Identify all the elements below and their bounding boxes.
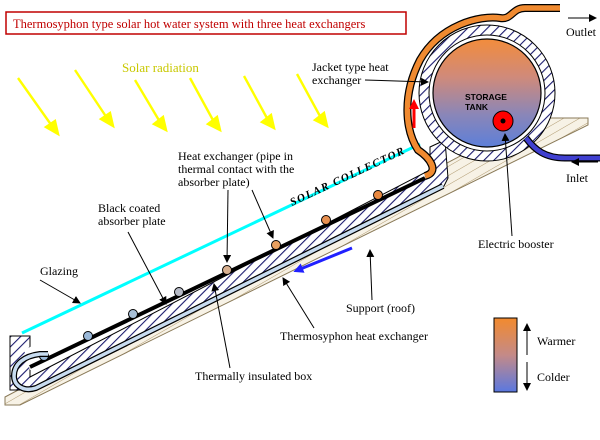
sun-ray-5 xyxy=(242,75,276,131)
pipe-circle-7 xyxy=(321,215,331,225)
cold-pipe-fill xyxy=(524,136,600,161)
pipe-circle-5 xyxy=(222,265,232,275)
glazing xyxy=(21,142,421,335)
pipe-circle-4 xyxy=(174,287,184,297)
inlet-label: Inlet xyxy=(566,171,589,185)
glazing-leader xyxy=(39,279,81,304)
electric-booster-leader xyxy=(501,133,513,237)
sun-ray-3 xyxy=(133,79,168,133)
warmer-label: Warmer xyxy=(537,334,575,348)
pipe-circle-3 xyxy=(128,309,138,319)
title-box xyxy=(5,11,407,35)
heat-exchanger-label-3: absorber plate) xyxy=(178,175,250,189)
heat-exchanger-leader-2 xyxy=(251,189,274,239)
solar-radiation-label: Solar radiation xyxy=(122,60,199,75)
sun-ray-6 xyxy=(295,73,329,129)
heat-exchanger-label: Heat exchanger (pipe in xyxy=(178,149,293,163)
sun-ray-1 xyxy=(17,77,60,137)
pipe-circle-8 xyxy=(373,190,383,200)
collector-cavity xyxy=(24,150,420,370)
jacket-hx-leader xyxy=(364,77,429,86)
outlet-label: Outlet xyxy=(566,25,597,39)
electric-booster-core xyxy=(500,118,506,124)
storage-tank xyxy=(432,38,542,148)
heat-exchanger-label-2: thermal contact with the xyxy=(178,162,294,176)
temperature-scale xyxy=(493,317,518,393)
absorber-plate-leader xyxy=(127,231,167,305)
hot-pipe-fill xyxy=(404,5,560,179)
thermosyphon-leader xyxy=(282,277,315,329)
sun-rays xyxy=(17,69,329,137)
sun-ray-2 xyxy=(74,69,115,129)
jacket-hx-label: Jacket type heat xyxy=(312,60,389,74)
storage-tank-label: STORAGE xyxy=(465,92,507,102)
pipe-circle-2 xyxy=(83,331,93,341)
support-label: Support (roof) xyxy=(346,301,415,315)
sun-ray-4 xyxy=(188,77,222,133)
electric-booster-label: Electric booster xyxy=(478,237,554,251)
thermosyphon-flow-arrow xyxy=(293,246,353,273)
thermosyphon-loop-fill xyxy=(12,184,444,391)
thermosyphon-label: Thermosyphon heat exchanger xyxy=(280,329,428,343)
colder-label: Colder xyxy=(537,370,570,384)
absorber-plate-label-2: absorber plate xyxy=(98,214,166,228)
glazing-label: Glazing xyxy=(40,264,78,278)
title-text: Thermosyphon type solar hot water system… xyxy=(13,17,365,31)
storage-tank-label-2: TANK xyxy=(465,102,489,112)
pipe-circle-6 xyxy=(271,240,281,250)
insulated-box-label: Thermally insulated box xyxy=(195,369,312,383)
insulated-box-leader xyxy=(211,283,231,369)
absorber-plate-label: Black coated xyxy=(98,201,160,215)
heat-exchanger-leader-1 xyxy=(223,189,232,263)
jacket-hx-label-2: exchanger xyxy=(312,73,361,87)
support-leader xyxy=(366,249,375,301)
